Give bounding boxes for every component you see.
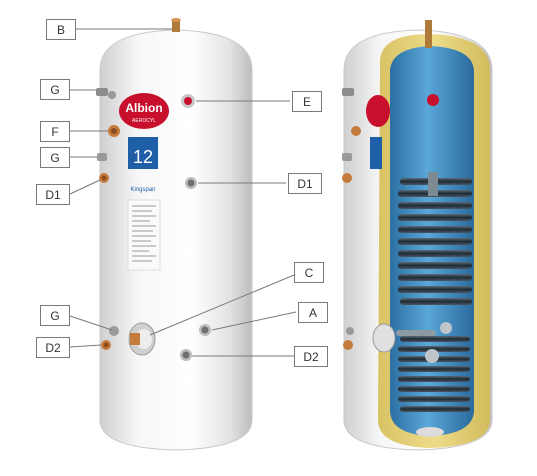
callout-f: F <box>40 121 70 142</box>
port-e <box>181 94 195 108</box>
callout-c: C <box>294 262 324 283</box>
maker-logo: Kingspan <box>130 187 155 193</box>
cutaway-badge <box>366 95 390 169</box>
leader-g-low <box>69 315 113 331</box>
callout-g-mid: G <box>40 147 70 168</box>
upper-heating-coil <box>398 172 472 305</box>
port-g-mid <box>97 153 107 161</box>
cutaway-port-e <box>427 94 439 106</box>
leader-lines <box>69 28 297 357</box>
port-d2-left <box>101 340 111 350</box>
port-g-top <box>96 88 116 99</box>
leader-d2-left <box>69 344 102 348</box>
callout-d1-left: D1 <box>36 184 70 205</box>
port-d2-right <box>180 349 192 361</box>
port-a <box>199 324 211 336</box>
callout-e: E <box>292 91 322 112</box>
top-outlet-pipe <box>172 20 180 32</box>
cylinder-cutaway <box>343 20 493 451</box>
port-d1-right <box>185 177 197 189</box>
leader-a <box>211 311 297 331</box>
callout-d2-left: D2 <box>36 337 70 358</box>
cylinder-exterior <box>99 18 253 451</box>
callout-g-top: G <box>40 79 70 100</box>
leader-d1-left <box>69 179 101 195</box>
port-g-low <box>109 326 119 336</box>
callout-a: A <box>298 302 328 323</box>
callout-d2-right: D2 <box>294 346 328 367</box>
energy-label-panel <box>128 137 158 169</box>
capacity-number: 12 <box>133 147 153 167</box>
port-c-immersion <box>128 322 156 356</box>
port-f <box>108 125 120 137</box>
brand-subname: AEROCYL <box>132 118 156 124</box>
brand-name: Albion <box>125 101 162 115</box>
callout-b: B <box>46 19 76 40</box>
brand-badge-oval <box>119 93 169 129</box>
port-d1-left <box>99 173 109 183</box>
lower-heating-coil <box>396 322 470 412</box>
energy-label: 12 Kingspan <box>128 137 158 193</box>
leader-c <box>149 274 295 336</box>
cutaway-left-ports <box>342 88 396 353</box>
data-plate <box>127 199 161 271</box>
brand-badge: Albion AEROCYL <box>119 93 169 129</box>
callout-g-low: G <box>40 305 70 326</box>
callout-d1-right: D1 <box>288 173 322 194</box>
